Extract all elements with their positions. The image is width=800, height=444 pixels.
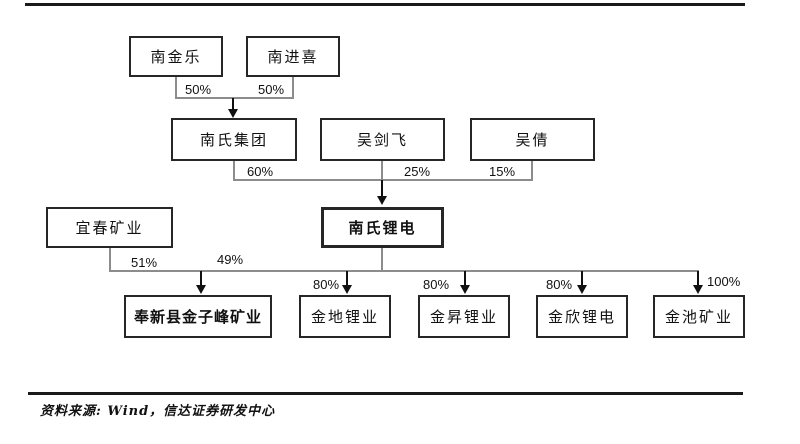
node-fengxin-jinzifeng: 奉新县金子峰矿业 [124,295,272,338]
connector-line [381,161,383,181]
connector-line [109,248,111,272]
node-wujianfei: 吴剑飞 [320,118,445,161]
pct-yichun-fengxin: 51% [129,255,160,270]
connector-line [233,179,533,181]
arrow-down-icon [196,285,206,294]
node-label: 南进喜 [267,49,319,66]
node-jinchi-mining: 金池矿业 [653,295,745,338]
node-label: 奉新县金子峰矿业 [133,309,262,326]
source-note: 资料来源: Wind，信达证券研发中心 [40,404,276,419]
connector-line [292,77,294,99]
node-label: 南氏锂电 [348,220,417,237]
node-label: 金欣锂电 [547,309,616,326]
node-label: 吴倩 [515,132,550,149]
pct-nanjinle-nanshigroup: 50% [183,82,214,97]
node-label: 吴剑飞 [356,132,408,149]
node-jindi-liye: 金地锂业 [299,295,391,338]
arrow-down-icon [228,109,238,118]
pct-lidian-fengxin: 49% [215,252,246,267]
arrow-down-icon [460,285,470,294]
top-divider [25,3,745,6]
pct-lidian-jinxin: 80% [544,277,575,292]
arrow-down-icon [377,196,387,205]
node-wuqian: 吴倩 [470,118,595,161]
arrow-shaft [464,271,466,286]
node-nanshi-lidian: 南氏锂电 [321,207,444,248]
node-label: 金地锂业 [310,309,379,326]
arrow-down-icon [577,285,587,294]
node-nanjinxi: 南进喜 [246,36,340,77]
arrow-shaft [346,271,348,286]
connector-line [109,270,699,272]
pct-lidian-jinchi: 100% [705,274,743,289]
arrow-shaft [232,98,234,111]
connector-line [233,161,235,181]
pct-nanshigroup-lidian: 60% [245,164,276,179]
node-label: 宜春矿业 [75,220,144,237]
pct-nanjinxi-nanshigroup: 50% [256,82,287,97]
pct-wujianfei-lidian: 25% [402,164,433,179]
node-label: 南金乐 [150,49,202,66]
node-label: 南氏集团 [199,132,268,149]
node-yichun-mining: 宜春矿业 [46,207,173,248]
connector-line [175,97,294,99]
pct-lidian-jinsheng: 80% [421,277,452,292]
node-nanjinle: 南金乐 [129,36,223,77]
node-nanshi-group: 南氏集团 [171,118,297,161]
node-jinxin-lidian: 金欣锂电 [536,295,628,338]
arrow-down-icon [342,285,352,294]
node-jinsheng-liye: 金昇锂业 [418,295,510,338]
arrow-shaft [581,271,583,286]
arrow-down-icon [693,285,703,294]
pct-lidian-jindi: 80% [311,277,342,292]
arrow-shaft [200,271,202,286]
pct-wuqian-lidian: 15% [487,164,518,179]
bottom-divider [28,392,743,395]
arrow-shaft [697,271,699,286]
connector-line [381,248,383,272]
arrow-shaft [381,180,383,198]
connector-line [531,161,533,181]
node-label: 金昇锂业 [429,309,498,326]
node-label: 金池矿业 [664,309,733,326]
connector-line [175,77,177,99]
